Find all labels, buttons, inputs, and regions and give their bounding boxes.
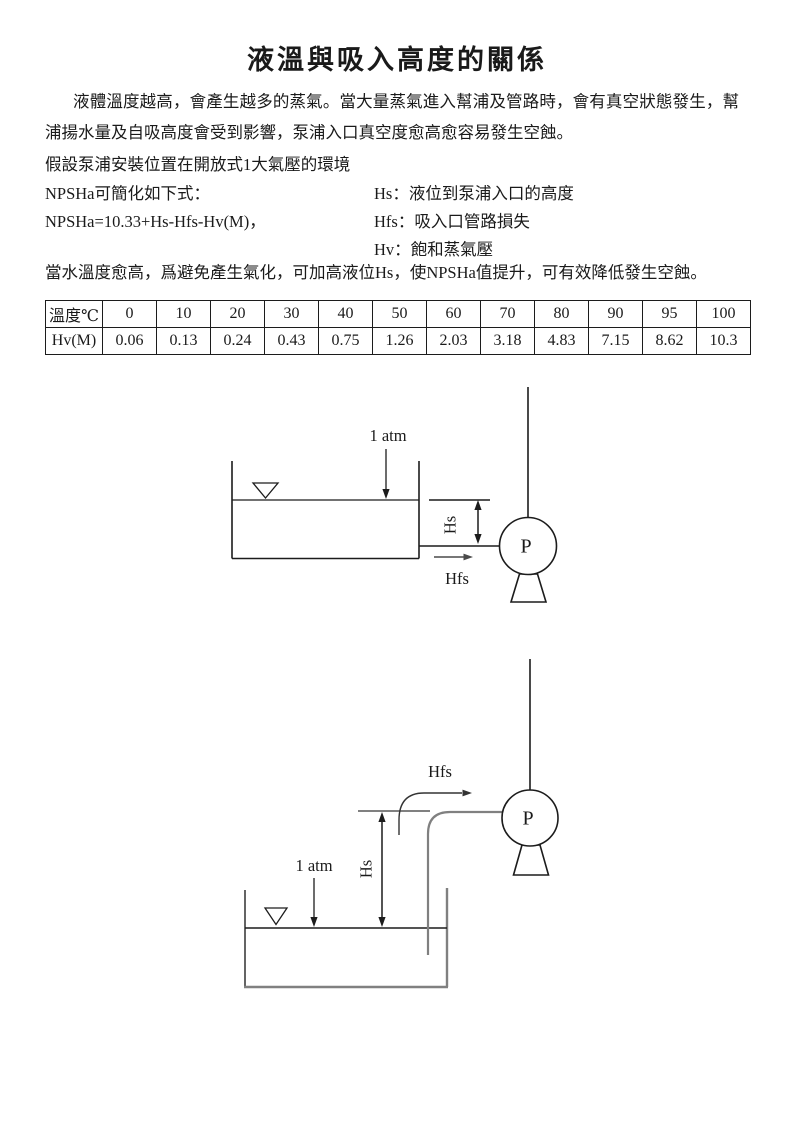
- temp-cell: 20: [210, 300, 265, 328]
- hv-cell: 7.15: [588, 327, 643, 355]
- hv-cell: 0.13: [156, 327, 211, 355]
- d1-hs-label: Hs: [441, 516, 460, 534]
- hv-cell: 0.75: [318, 327, 373, 355]
- diagram2-suction-lift: 1 atm Hs Hfs P: [244, 659, 559, 989]
- d1-pump-label: P: [520, 536, 531, 558]
- d2-pump-circle: [501, 789, 559, 847]
- hv-cell: 3.18: [480, 327, 535, 355]
- d2-hfs-label: Hfs: [428, 762, 452, 781]
- intro-paragraph: 液體溫度越高，會產生越多的蒸氣。當大量蒸氣進入幫浦及管路時，會有真空狀態發生，幫…: [45, 92, 739, 142]
- d1-atm-label: 1 atm: [369, 426, 406, 445]
- hv-cell: 2.03: [426, 327, 481, 355]
- definition-hv: Hv：飽和蒸氣壓: [374, 240, 494, 259]
- d2-water-level-marker-icon: [263, 907, 289, 926]
- d1-atm-arrowhead-icon: [382, 489, 390, 499]
- hv-temperature-table: 溫度℃ 0 10 20 30 40 50 60 70 80 90 95 100 …: [45, 300, 751, 355]
- diagram1-flooded-suction: 1 atm Hs Hfs P: [231, 387, 558, 603]
- formula-block: NPSHa可簡化如下式： NPSHa=10.33+Hs-Hfs-Hv(M)，: [45, 180, 266, 236]
- temp-cell: 30: [264, 300, 319, 328]
- d2-hfs-arrowhead-icon: [462, 789, 472, 797]
- formula-equation: NPSHa=10.33+Hs-Hfs-Hv(M)，: [45, 212, 266, 231]
- assumption-line: 假設泵浦安裝位置在開放式1大氣壓的環境: [45, 155, 351, 174]
- d1-pump-circle: [498, 516, 558, 576]
- d1-water-level-marker-icon: [251, 482, 280, 500]
- d2-suction-pipe: [426, 810, 502, 955]
- hv-cell: 10.3: [696, 327, 751, 355]
- d2-pump-label: P: [522, 808, 533, 830]
- definition-hs: Hs：液位到泵浦入口的高度: [374, 184, 574, 203]
- d2-hfs-arrow-line: [398, 792, 462, 835]
- hv-cell: 4.83: [534, 327, 589, 355]
- d2-atm-arrowhead-icon: [310, 917, 318, 927]
- d2-pump-base: [512, 844, 550, 876]
- table-row-hv: Hv(M) 0.06 0.13 0.24 0.43 0.75 1.26 2.03…: [45, 327, 751, 355]
- d1-pump-base: [509, 573, 548, 603]
- hv-cell: 1.26: [372, 327, 427, 355]
- temp-cell: 100: [696, 300, 751, 328]
- d1-hs-arrowhead-up-icon: [474, 500, 482, 510]
- table-header-temperature: 溫度℃: [45, 300, 103, 328]
- table-header-hv: Hv(M): [45, 327, 103, 355]
- formula-lead: NPSHa可簡化如下式：: [45, 184, 211, 203]
- hv-cell: 8.62: [642, 327, 697, 355]
- definitions-block: Hs：液位到泵浦入口的高度 Hfs：吸入口管路損失 Hv：飽和蒸氣壓: [374, 180, 574, 264]
- hv-cell: 0.06: [102, 327, 157, 355]
- note-line: 當水溫度愈高，爲避免產生氣化，可加高液位Hs，使NPSHa值提升，可有效降低發生…: [45, 263, 707, 282]
- d1-hs-arrowhead-down-icon: [474, 534, 482, 544]
- d1-hfs-label: Hfs: [445, 569, 469, 588]
- d1-hfs-arrowhead-icon: [463, 553, 473, 561]
- d2-hs-arrowhead-down-icon: [378, 917, 386, 927]
- d2-hs-arrowhead-up-icon: [378, 812, 386, 822]
- d2-atm-label: 1 atm: [295, 856, 332, 875]
- page-title: 液溫與吸入高度的關係: [247, 45, 547, 75]
- definition-hfs: Hfs：吸入口管路損失: [374, 212, 530, 231]
- hv-cell: 0.24: [210, 327, 265, 355]
- d2-hs-label: Hs: [357, 860, 376, 878]
- temp-cell: 90: [588, 300, 643, 328]
